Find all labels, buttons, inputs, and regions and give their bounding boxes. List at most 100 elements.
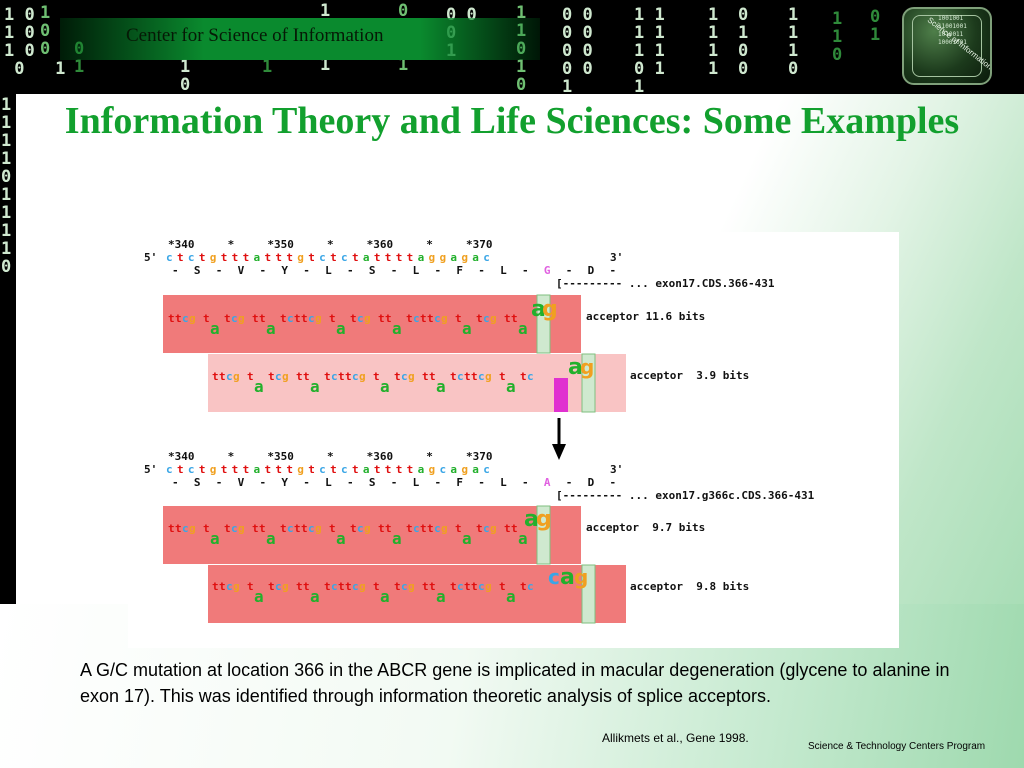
walker-glyph: a xyxy=(462,529,472,548)
walker-glyph: g xyxy=(408,580,415,593)
walker-glyph: a xyxy=(380,587,390,606)
walker-glyph: t xyxy=(224,312,231,325)
walker-glyph: t xyxy=(378,522,385,535)
slide-caption: A G/C mutation at location 366 in the AB… xyxy=(80,660,950,706)
walker-glyph: g xyxy=(580,355,594,379)
walker-glyph: t xyxy=(499,370,506,383)
walker-glyph: t xyxy=(422,370,429,383)
walker-glyph: a xyxy=(560,565,575,590)
amino-acid-char: F xyxy=(456,476,468,489)
walker-glyph: t xyxy=(303,580,310,593)
dna-base: c xyxy=(166,463,177,476)
amino-acid-char xyxy=(577,264,588,277)
walker-glyph: t xyxy=(280,312,287,325)
walker-glyph: c xyxy=(231,522,238,535)
walker-bar-strong xyxy=(163,295,581,353)
amino-acid-sequence: - S - V - Y - L - S - L - F - L - G - D … xyxy=(172,264,620,277)
walker-glyph: t xyxy=(168,522,175,535)
walker-glyph: t xyxy=(422,580,429,593)
amino-acid-char: - xyxy=(259,264,271,277)
walker-glyph: t xyxy=(280,522,287,535)
dna-base: t xyxy=(176,251,188,264)
dna-base: g xyxy=(428,463,440,476)
dna-base: g xyxy=(461,251,473,264)
walker-glyph: t xyxy=(247,580,254,593)
dna-base: a xyxy=(472,251,484,264)
walker-glyph: t xyxy=(175,312,182,325)
walker-glyph: t xyxy=(203,312,210,325)
walker-glyph: c xyxy=(226,370,233,383)
amino-acid-char: L xyxy=(500,476,512,489)
walker-glyph: t xyxy=(476,312,483,325)
logo-bits: 1001001 11001001 1010011 10001001 xyxy=(938,15,967,46)
dna-base: t xyxy=(406,463,418,476)
dna-base: t xyxy=(308,463,320,476)
dna-suffix: 3' xyxy=(610,251,624,264)
walker-glyph: t xyxy=(345,580,352,593)
amino-acid-char: A xyxy=(543,476,555,489)
amino-acid-char xyxy=(424,476,435,489)
walker-glyph: c xyxy=(331,580,338,593)
walker-glyph: a xyxy=(336,319,346,338)
amino-acid-char: - xyxy=(434,476,446,489)
dna-prefix: 5' xyxy=(144,251,158,264)
amino-acid-char: - xyxy=(478,264,490,277)
dna-base: t xyxy=(231,251,243,264)
walker-glyph: g xyxy=(536,507,552,532)
walker-glyph: t xyxy=(427,522,434,535)
dna-base: a xyxy=(417,463,429,476)
walker-glyph: a xyxy=(436,377,446,396)
walker-glyph: g xyxy=(233,580,240,593)
walker-glyph: t xyxy=(224,522,231,535)
walker-glyph: c xyxy=(231,312,238,325)
walker-glyph: t xyxy=(464,580,471,593)
amino-acid-char: G xyxy=(543,264,555,277)
dna-base: t xyxy=(286,251,298,264)
walker-glyph: c xyxy=(352,580,359,593)
walker-glyph: c xyxy=(434,312,441,325)
dna-base: g xyxy=(209,251,221,264)
walker-glyph: t xyxy=(219,370,226,383)
amino-acid-char: - xyxy=(259,476,271,489)
walker-glyph: a xyxy=(392,319,402,338)
dna-base: a xyxy=(362,463,374,476)
amino-acid-char: S xyxy=(368,476,380,489)
walker-glyph: c xyxy=(182,312,189,325)
walker-bar-strong xyxy=(208,565,626,623)
amino-acid-char xyxy=(467,264,478,277)
dna-base: a xyxy=(450,251,462,264)
amino-acid-char: V xyxy=(237,476,249,489)
walker-glyph: t xyxy=(168,312,175,325)
amino-acid-char xyxy=(555,264,566,277)
amino-acid-char xyxy=(555,476,566,489)
walker-glyph: t xyxy=(511,522,518,535)
dna-base: a xyxy=(472,463,484,476)
dna-base: c xyxy=(483,463,495,476)
binary-rain-decoration: 1 1 0 xyxy=(832,9,843,65)
amino-acid-char xyxy=(270,264,281,277)
dna-sequence: ctctgtttatttgtctctattttaggagac xyxy=(166,251,494,264)
walker-glyph: c xyxy=(308,312,315,325)
amino-acid-char xyxy=(336,476,347,489)
amino-acid-char xyxy=(402,476,413,489)
amino-acid-char: - xyxy=(522,476,533,489)
binary-rain-decoration: 1 1 1 1 xyxy=(708,5,719,79)
walker-glyph: c xyxy=(483,522,490,535)
amino-acid-char: - xyxy=(172,476,183,489)
walker-glyph: g xyxy=(408,370,415,383)
amino-acid-char xyxy=(292,264,303,277)
dna-base: g xyxy=(439,251,451,264)
walker-glyph: c xyxy=(527,580,534,593)
amino-acid-char xyxy=(511,476,522,489)
walker-glyph: t xyxy=(329,522,336,535)
amino-acid-char: - xyxy=(565,476,577,489)
walker-glyph: a xyxy=(518,529,528,548)
dna-base: t xyxy=(351,463,363,476)
walker-glyph: a xyxy=(568,355,583,380)
mutation-highlight xyxy=(554,378,568,412)
dna-base: c xyxy=(187,463,199,476)
amino-acid-char xyxy=(205,264,216,277)
dna-sequence: ctctgtttatttgtctctattttagcagac xyxy=(166,463,494,476)
walker-glyph: t xyxy=(373,580,380,593)
walker-label-4: acceptor 9.8 bits xyxy=(630,580,750,593)
